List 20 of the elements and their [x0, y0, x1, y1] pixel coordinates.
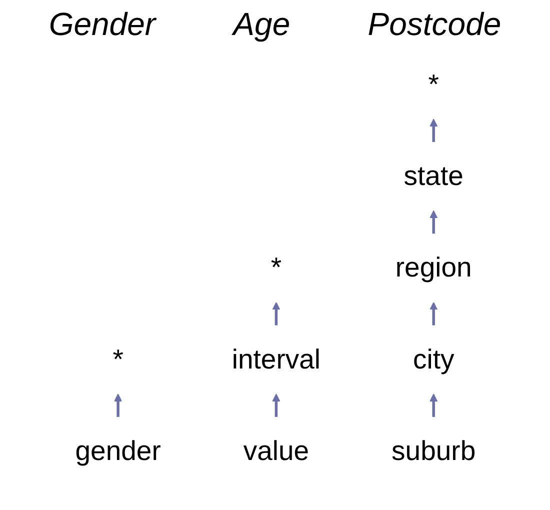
node-text: suburb: [391, 436, 476, 466]
column-heading: Gender: [48, 6, 156, 43]
node-text: *: [428, 70, 439, 100]
node-text: interval: [231, 344, 320, 375]
node-text: *: [112, 344, 123, 375]
arrow: [429, 394, 438, 417]
node-text: *: [270, 252, 282, 284]
arrow: [429, 210, 438, 234]
arrow: [114, 394, 122, 417]
arrow: [429, 302, 438, 326]
node-text: city: [412, 344, 454, 375]
node-text: gender: [74, 436, 160, 466]
column-heading: Postcode: [368, 6, 502, 43]
column-heading: Age: [233, 6, 290, 43]
node-text: value: [242, 436, 309, 466]
arrow: [272, 302, 280, 326]
arrow: [429, 118, 438, 142]
arrow: [272, 394, 280, 417]
node-text: region: [394, 252, 472, 284]
node-text: state: [403, 161, 463, 192]
